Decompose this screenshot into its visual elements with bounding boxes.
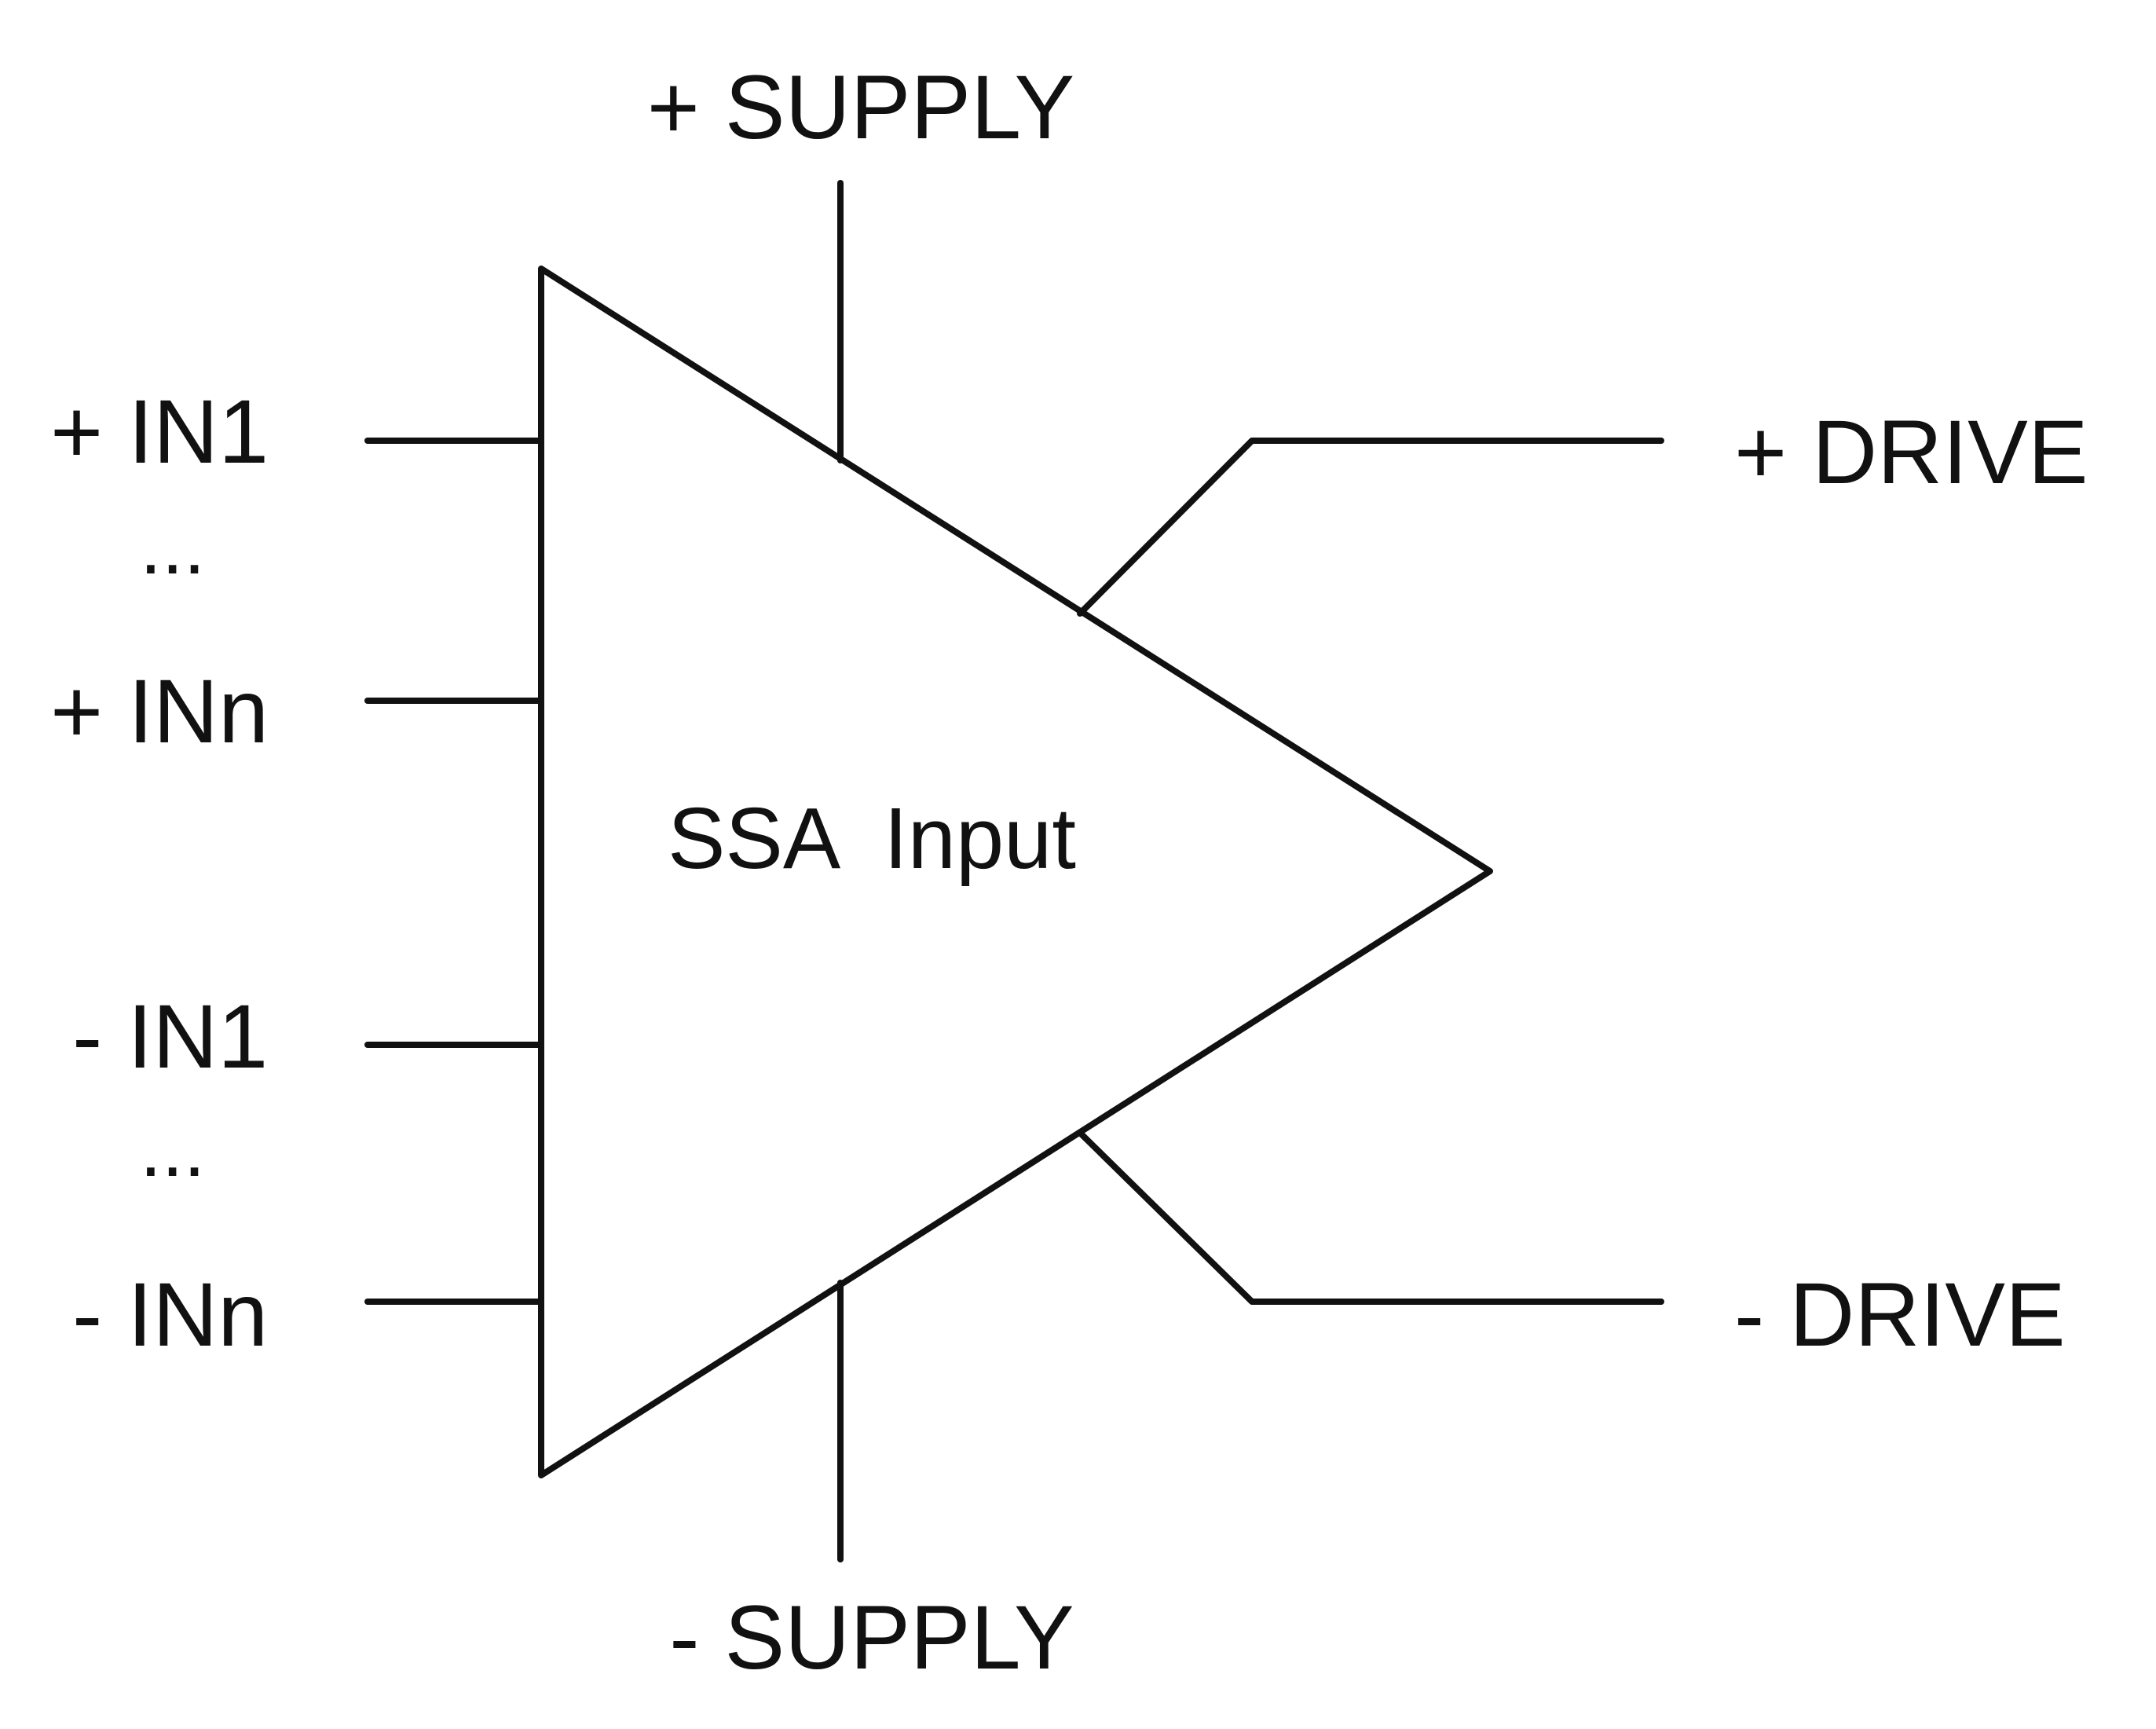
neg-in1-label: - IN1: [72, 987, 268, 1087]
neg-ellipsis-label: ...: [140, 1105, 205, 1193]
positive-drive-wire: [1077, 438, 1664, 617]
neg-inn-label: - INn: [72, 1265, 268, 1365]
negative-drive-label: - DRIVE: [1734, 1265, 2066, 1365]
negative-supply-label: - SUPPLY: [669, 1588, 1074, 1688]
pos-inn-label: + INn: [50, 661, 269, 762]
positive-supply-label: + SUPPLY: [647, 57, 1074, 158]
positive-drive-label: + DRIVE: [1734, 402, 2088, 503]
pos-ellipsis-label: ...: [140, 503, 205, 591]
negative-drive-wire: [1077, 1130, 1664, 1305]
amplifier-triangle: [538, 266, 1493, 1478]
block-label: SSA Input: [668, 790, 1076, 887]
pos-in1-label: + IN1: [50, 382, 269, 482]
